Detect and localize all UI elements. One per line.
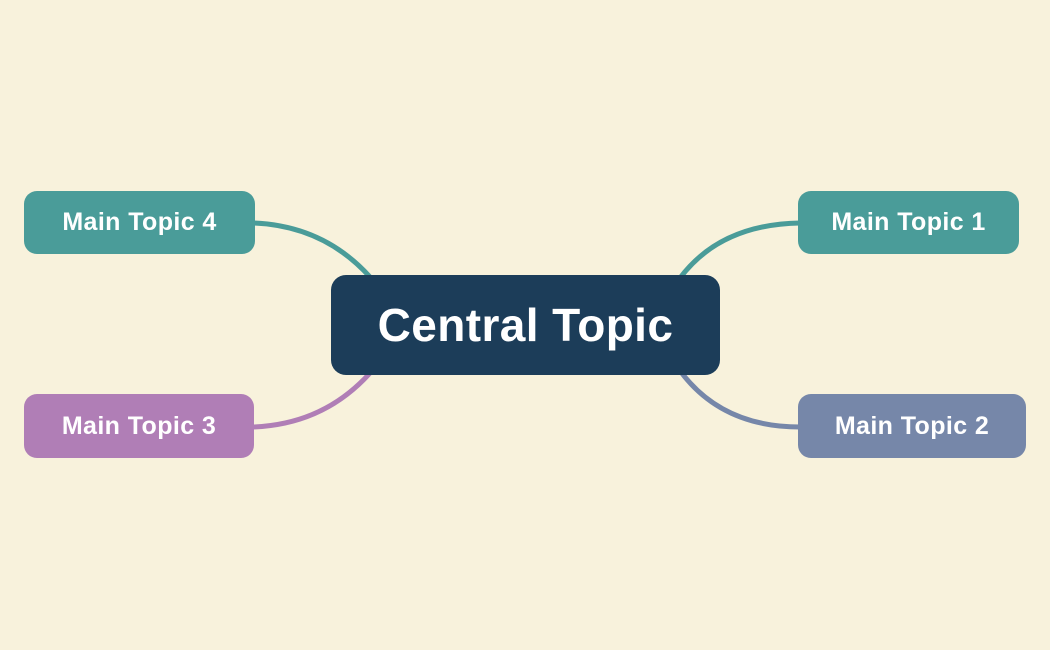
main-topic-3-node[interactable]: Main Topic 3 bbox=[24, 394, 254, 458]
main-topic-4-label: Main Topic 4 bbox=[62, 208, 217, 236]
main-topic-1-label: Main Topic 1 bbox=[831, 208, 986, 236]
main-topic-1-node[interactable]: Main Topic 1 bbox=[798, 191, 1019, 254]
connector-central-to-main-topic-1 bbox=[677, 220, 803, 281]
connector-central-to-main-topic-4 bbox=[250, 220, 373, 280]
connector-central-to-main-topic-2 bbox=[678, 369, 803, 430]
main-topic-2-label: Main Topic 2 bbox=[834, 411, 990, 440]
central-topic-label: Central Topic bbox=[377, 299, 674, 351]
connector-central-to-main-topic-3 bbox=[250, 370, 373, 430]
main-topic-3-label: Main Topic 3 bbox=[61, 411, 217, 440]
central-topic-node[interactable]: Central Topic bbox=[331, 275, 720, 375]
main-topic-4-node[interactable]: Main Topic 4 bbox=[24, 191, 255, 254]
main-topic-2-node[interactable]: Main Topic 2 bbox=[798, 394, 1026, 458]
